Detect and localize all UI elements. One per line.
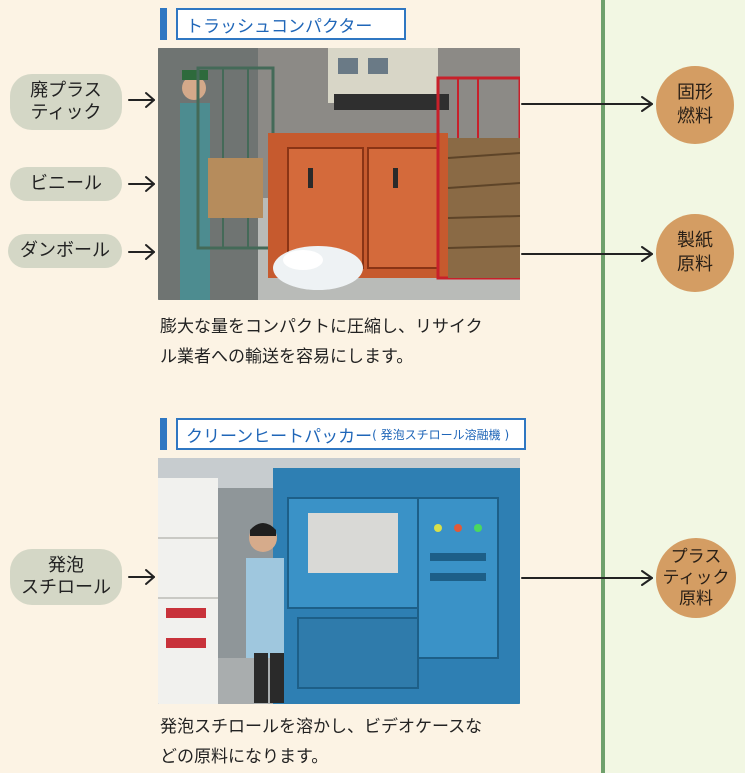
caption-clean-heat-packer: 発泡スチロールを溶かし、ビデオケースな どの原料になります。 <box>160 712 482 772</box>
caption-line: ル業者への輸送を容易にします。 <box>160 347 414 367</box>
caption-line: 発泡スチロールを溶かし、ビデオケースな <box>160 717 483 737</box>
output-solid-fuel: 固形 燃料 <box>656 66 734 144</box>
caption-line: 膨大な量をコンパクトに圧縮し、リサイク <box>160 317 483 337</box>
title-accent-2 <box>160 418 167 450</box>
machine-title-trash-compactor: トラッシュコンパクター <box>176 8 406 40</box>
vertical-divider <box>601 0 605 773</box>
output-paper-material: 製紙 原料 <box>656 214 734 292</box>
input-waste-plastic: 廃プラス ティック <box>10 74 122 130</box>
machine-title-text: クリーンヒートパッカー <box>186 426 373 447</box>
input-vinyl: ビニール <box>10 167 122 201</box>
caption-line: どの原料になります。 <box>160 747 329 767</box>
arrow-right-icon <box>128 244 155 260</box>
arrow-right-icon <box>521 96 653 112</box>
machine-title-suffix: ( 発泡スチロール溶融機 ) <box>372 427 510 442</box>
output-plastic-material: プラス ティック 原料 <box>656 538 736 618</box>
arrow-right-icon <box>521 246 653 262</box>
input-cardboard: ダンボール <box>8 234 122 268</box>
machine-title-text: トラッシュコンパクター <box>186 16 373 37</box>
trash-compactor-photo <box>158 48 520 300</box>
input-styrofoam: 発泡 スチロール <box>10 549 122 605</box>
clean-heat-packer-photo <box>158 458 520 704</box>
arrow-right-icon <box>128 569 155 585</box>
arrow-right-icon <box>128 176 155 192</box>
arrow-right-icon <box>128 92 155 108</box>
arrow-right-icon <box>521 570 653 586</box>
caption-trash-compactor: 膨大な量をコンパクトに圧縮し、リサイク ル業者への輸送を容易にします。 <box>160 312 483 372</box>
machine-title-clean-heat-packer: クリーンヒートパッカー( 発泡スチロール溶融機 ) <box>176 418 526 450</box>
title-accent-1 <box>160 8 167 40</box>
